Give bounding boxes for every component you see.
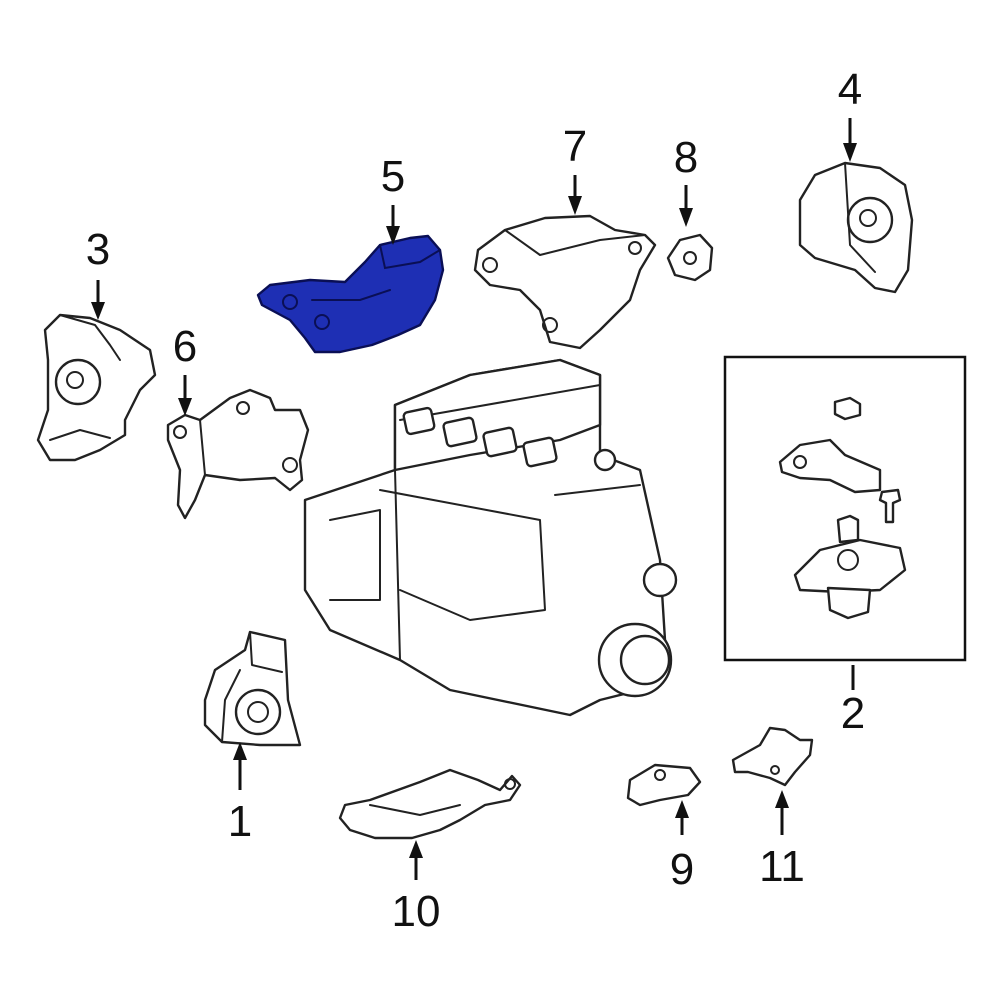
part-5-bracket-highlighted	[256, 234, 445, 354]
part-9-bracket	[626, 763, 702, 807]
callout-11: 11	[759, 842, 805, 891]
callout-3: 3	[85, 225, 111, 274]
part-7-bracket	[473, 214, 657, 350]
leader-arrows	[91, 118, 857, 880]
callout-1: 1	[227, 797, 253, 846]
part-8-clip	[666, 233, 714, 282]
part-1-mount	[203, 630, 302, 747]
part-6-bracket	[166, 388, 310, 520]
engine-block	[303, 358, 678, 717]
callout-9: 9	[669, 845, 695, 894]
callout-4: 4	[837, 65, 863, 114]
part-11-bracket	[731, 726, 814, 787]
callout-8: 8	[673, 133, 699, 182]
part-3-mount	[36, 313, 157, 462]
callout-6: 6	[172, 322, 198, 371]
part-4-mount	[798, 161, 914, 294]
part-2-kit-box	[723, 355, 967, 662]
part-10-bracket	[338, 768, 522, 840]
callout-10: 10	[391, 887, 441, 936]
callout-7: 7	[562, 122, 588, 171]
callout-5: 5	[380, 152, 406, 201]
callout-2: 2	[840, 689, 866, 738]
